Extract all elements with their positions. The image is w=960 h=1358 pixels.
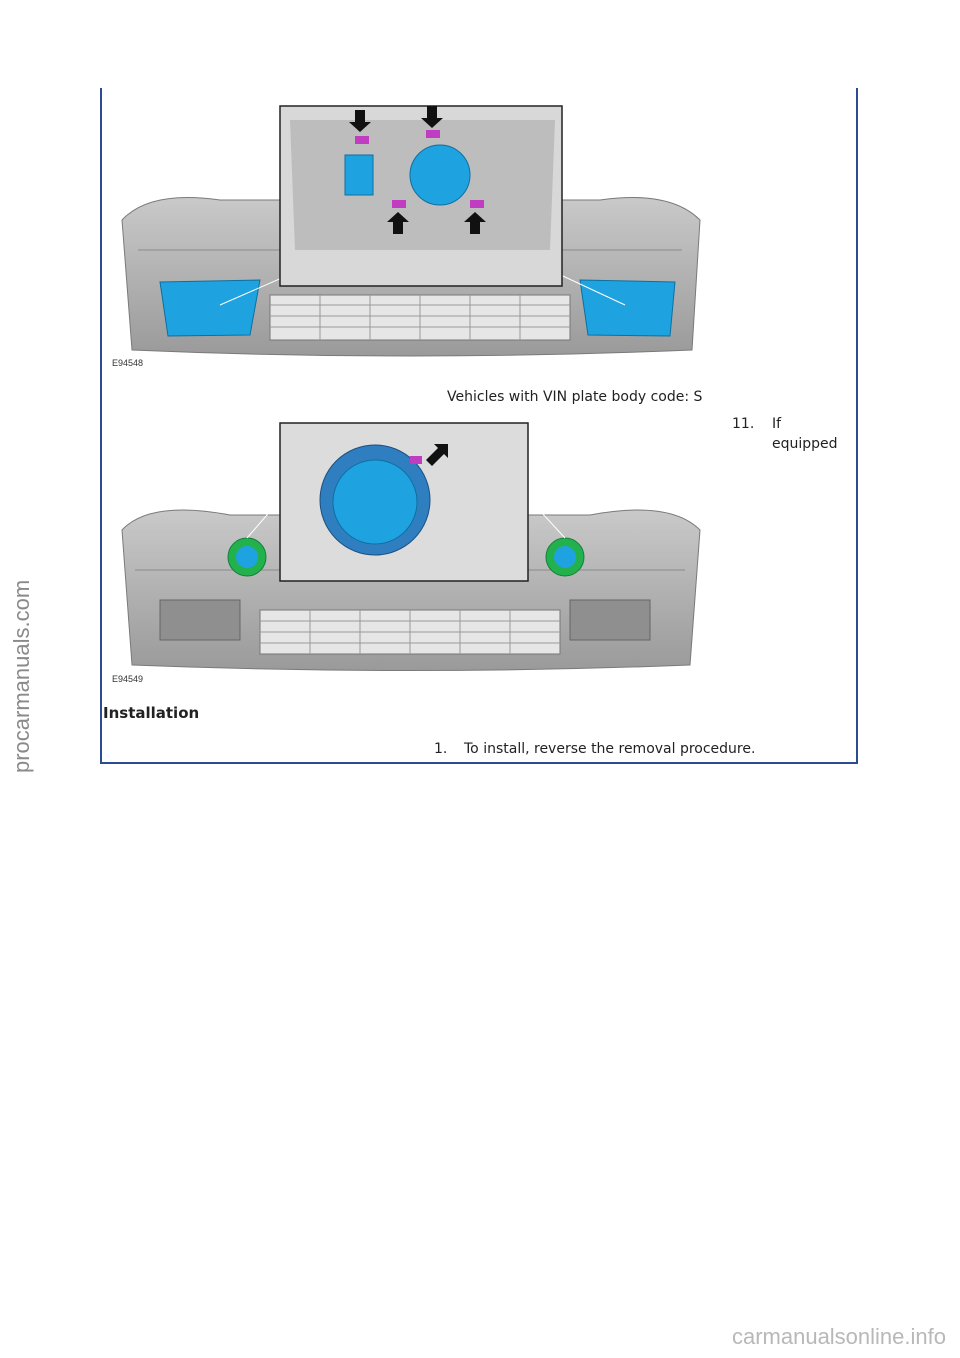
install-step-1-number: 1. [434,741,448,757]
clip-marker [426,130,440,138]
left-fog-cover [159,279,261,337]
bottom-watermark: carmanualsonline.info [731,1324,946,1349]
figure-bumper-clips: E94548 [110,100,710,370]
arrow-icon [426,444,448,466]
step-11-number: 11. [732,416,755,432]
step-11-text-line1: If [772,416,782,432]
arrow-icons [349,106,486,234]
figure-caption: Vehicles with VIN plate body code: S [447,389,703,405]
step-11-text-line2: equipped [772,436,838,452]
side-watermark: procarmanuals.com [0,0,44,1358]
content-frame [100,88,858,764]
figure-fog-lamp: E94549 [110,420,710,688]
clip-marker [410,456,422,464]
bumper-illustration-2: E94549 [112,422,701,684]
right-fog-cover [579,279,676,337]
clip-marker [355,136,369,144]
figure-code: E94548 [112,358,143,368]
section-heading-installation: Installation [103,704,200,722]
clip-marker [470,200,484,208]
bumper-illustration-1: E94548 [112,105,701,368]
install-step-1-text: To install, reverse the removal procedur… [464,741,756,757]
clip-marker [392,200,406,208]
figure-code: E94549 [112,674,143,684]
side-watermark-text: procarmanuals.com [9,579,34,773]
